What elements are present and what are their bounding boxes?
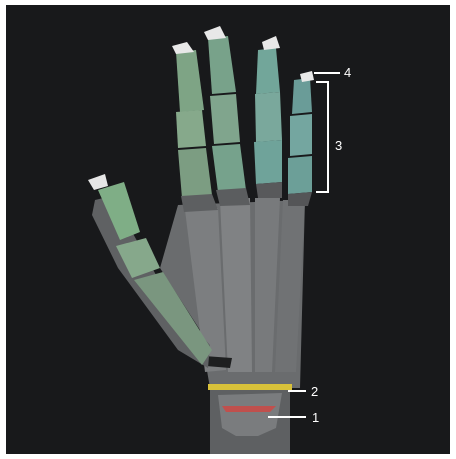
callout-label-2: 2 bbox=[311, 384, 318, 399]
palm bbox=[160, 198, 305, 388]
forearm bbox=[210, 386, 290, 454]
callout-label-4: 4 bbox=[344, 65, 351, 80]
callout-label-1: 1 bbox=[312, 410, 319, 425]
3d-viewport[interactable]: 1 2 3 4 bbox=[6, 5, 450, 454]
index-tip bbox=[172, 42, 194, 54]
marker-band-1 bbox=[222, 406, 276, 412]
ring-finger bbox=[254, 36, 282, 198]
ring-tip bbox=[262, 36, 280, 50]
little-finger bbox=[288, 71, 314, 206]
callout-label-3: 3 bbox=[335, 138, 342, 153]
thumb-tip bbox=[88, 174, 108, 190]
middle-tip bbox=[204, 26, 226, 40]
callout-bracket-3 bbox=[316, 82, 328, 192]
little-tip bbox=[300, 71, 314, 82]
hand-model-diagram: 1 2 3 4 bbox=[6, 5, 450, 454]
middle-finger bbox=[204, 26, 250, 206]
marker-band-2 bbox=[208, 384, 292, 390]
